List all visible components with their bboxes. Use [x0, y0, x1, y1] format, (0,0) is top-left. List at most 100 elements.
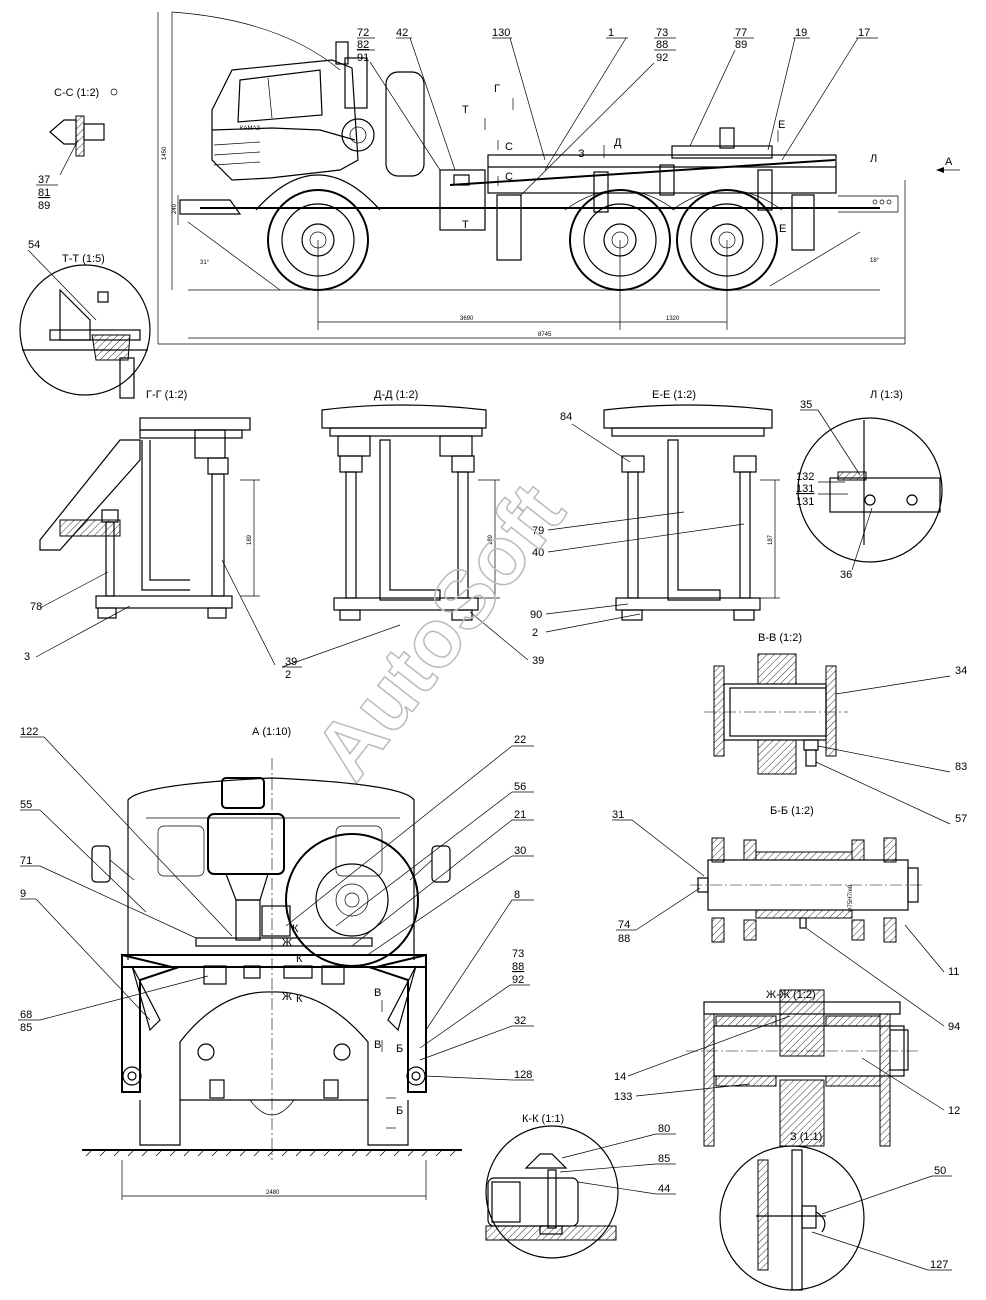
tag-d: Д: [614, 137, 622, 149]
tag-c-top: С: [505, 141, 513, 153]
front-callout-88: 88: [512, 961, 524, 973]
front-callout-32: 32: [514, 1015, 526, 1027]
ee-dim-187: 187: [768, 534, 774, 545]
section-dd: Д-Д (1:2) 189: [321, 389, 500, 621]
z-callout-50: 50: [934, 1165, 946, 1177]
front-dim-2480: 2480: [266, 1190, 280, 1196]
front-tag-k3: К: [296, 993, 303, 1005]
callout-89: 89: [735, 39, 747, 51]
dim-1320: 1320: [666, 316, 680, 322]
front-tag-zh2: Ж: [282, 991, 292, 1003]
front-callout-8: 8: [514, 889, 520, 901]
ee-callout-2: 2: [532, 627, 538, 639]
gg-callout-2: 2: [285, 669, 291, 681]
gg-callout-3: 3: [24, 651, 30, 663]
dim-1450: 1450: [162, 146, 168, 160]
section-ee: Е-Е (1:2) 187 84 79 40 90 2 39: [469, 389, 780, 667]
tag-t-top: Т: [462, 104, 469, 116]
callout-92: 92: [656, 52, 668, 64]
front-tag-b1: Б: [396, 1043, 403, 1055]
kk-title: К-К (1:1): [522, 1113, 564, 1125]
front-callout-56: 56: [514, 781, 526, 793]
tt-callout-54: 54: [28, 239, 40, 251]
callout-130: 130: [492, 27, 510, 39]
l-callout-132: 132: [796, 471, 814, 483]
vv-callout-83: 83: [955, 761, 967, 773]
bb-callout-94: 94: [948, 1021, 960, 1033]
l-callout-36: 36: [840, 569, 852, 581]
vv-callout-34: 34: [955, 665, 967, 677]
tag-c-bottom: С: [505, 171, 513, 183]
callout-88: 88: [656, 39, 668, 51]
front-view: А (1:10): [18, 726, 534, 1200]
front-callout-22: 22: [514, 734, 526, 746]
callout-42: 42: [396, 27, 408, 39]
dd-dim-189: 189: [488, 534, 494, 545]
tag-g: Г: [494, 83, 500, 95]
cc-title: С-С (1:2): [54, 87, 99, 99]
zhzh-callout-12: 12: [948, 1105, 960, 1117]
ee-title: Е-Е (1:2): [652, 389, 696, 401]
watermark: AutoSoft: [297, 467, 582, 796]
tag-z: З: [578, 148, 585, 160]
front-callout-92: 92: [512, 974, 524, 986]
section-kk: К-К (1:1) 80 85 44: [485, 1113, 676, 1259]
section-vv: В-В (1:2) 34 83 57: [704, 632, 967, 825]
callout-91: 91: [357, 52, 369, 64]
bb-inscr: Ф75Н7/e8: [848, 884, 854, 912]
bb-callout-74: 74: [618, 919, 630, 931]
ee-callout-79: 79: [532, 525, 544, 537]
gg-callout-78: 78: [30, 601, 42, 613]
front-callout-128: 128: [514, 1069, 532, 1081]
view-l: Л (1:3) 35 132 131 131 36: [796, 389, 943, 581]
side-callouts: 72 82 91 42 130 1 73 88 92 77 89 19: [357, 27, 878, 197]
ee-callout-39: 39: [532, 655, 544, 667]
dim-18deg: 18°: [870, 258, 880, 264]
callout-19: 19: [795, 27, 807, 39]
dim-8745: 8745: [538, 332, 552, 338]
front-callout-21: 21: [514, 809, 526, 821]
zhzh-callout-133: 133: [614, 1091, 632, 1103]
svg-text:КАМАЗ: КАМАЗ: [240, 126, 260, 132]
l-title: Л (1:3): [870, 389, 903, 401]
front-wheel: [267, 189, 369, 291]
callout-73: 73: [656, 27, 668, 39]
bb-title: Б-Б (1:2): [770, 805, 814, 817]
tag-l: Л: [870, 153, 877, 165]
front-tag-b2: Б: [396, 1105, 403, 1117]
callout-72: 72: [357, 27, 369, 39]
ee-callout-40: 40: [532, 547, 544, 559]
tag-t-bottom: Т: [462, 219, 469, 231]
front-callout-122: 122: [20, 726, 38, 738]
cc-callout-89: 89: [38, 200, 50, 212]
front-tag-k1: К: [292, 923, 299, 935]
section-gg: Г-Г (1:2) 189 78 3 39 2: [24, 389, 401, 681]
dd-title: Д-Д (1:2): [374, 389, 418, 401]
front-tag-k2: К: [296, 953, 303, 965]
cc-callout-37: 37: [38, 174, 50, 186]
bb-callout-88: 88: [618, 933, 630, 945]
kk-callout-44: 44: [658, 1183, 670, 1195]
tag-a: А: [945, 156, 953, 168]
z-title: З (1:1): [790, 1131, 822, 1143]
gg-title: Г-Г (1:2): [146, 389, 187, 401]
front-callout-55: 55: [20, 799, 32, 811]
callout-82: 82: [357, 39, 369, 51]
front-callout-9: 9: [20, 888, 26, 900]
kk-callout-80: 80: [658, 1123, 670, 1135]
front-callout-68: 68: [20, 1009, 32, 1021]
dim-240: 240: [172, 203, 178, 214]
section-tt: Т-Т (1:5) 54: [19, 239, 151, 399]
callout-17: 17: [858, 27, 870, 39]
tag-e-top: Е: [778, 119, 785, 131]
front-tag-v2: В: [374, 1039, 381, 1051]
bb-callout-11: 11: [948, 966, 959, 978]
section-bb: Б-Б (1:2) Ф75Н7/e8 31 74 88 11 94: [612, 805, 960, 1033]
l-callout-35: 35: [800, 399, 812, 411]
side-view: КАМАЗ: [157, 11, 960, 345]
tt-title: Т-Т (1:5): [62, 253, 105, 265]
zhzh-callout-14: 14: [614, 1071, 626, 1083]
dim-3690: 3690: [460, 316, 474, 322]
tag-e-bottom: Е: [779, 223, 786, 235]
